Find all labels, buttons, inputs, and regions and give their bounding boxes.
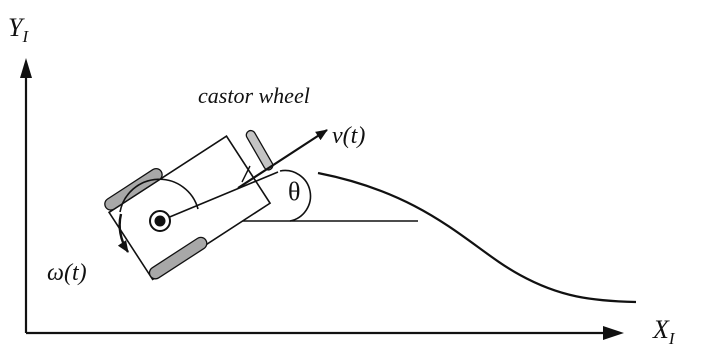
trajectory-curve (317, 171, 637, 304)
robot-heading-line (159, 171, 279, 222)
theta-angle-arc (279, 169, 312, 222)
robot (104, 134, 272, 281)
velocity-arrow (237, 129, 328, 189)
wheel-right (148, 236, 208, 280)
inertial-frame (20, 58, 624, 340)
x-axis-arrowhead (603, 326, 624, 340)
velocity-label: v(t) (332, 123, 365, 149)
x-axis-label: XI (652, 315, 676, 347)
y-axis-label: YI (8, 13, 29, 46)
omega-rotation-arc (119, 178, 199, 213)
omega-label: ω(t) (47, 260, 87, 286)
theta-label: θ (288, 177, 300, 206)
y-axis-arrowhead (20, 58, 32, 78)
castor-pointer-line (241, 165, 251, 183)
robot-center-point (149, 210, 171, 232)
omega-rotation-arrow (117, 213, 130, 253)
castor-wheel (245, 129, 274, 171)
castor-wheel-label: castor wheel (198, 83, 310, 108)
